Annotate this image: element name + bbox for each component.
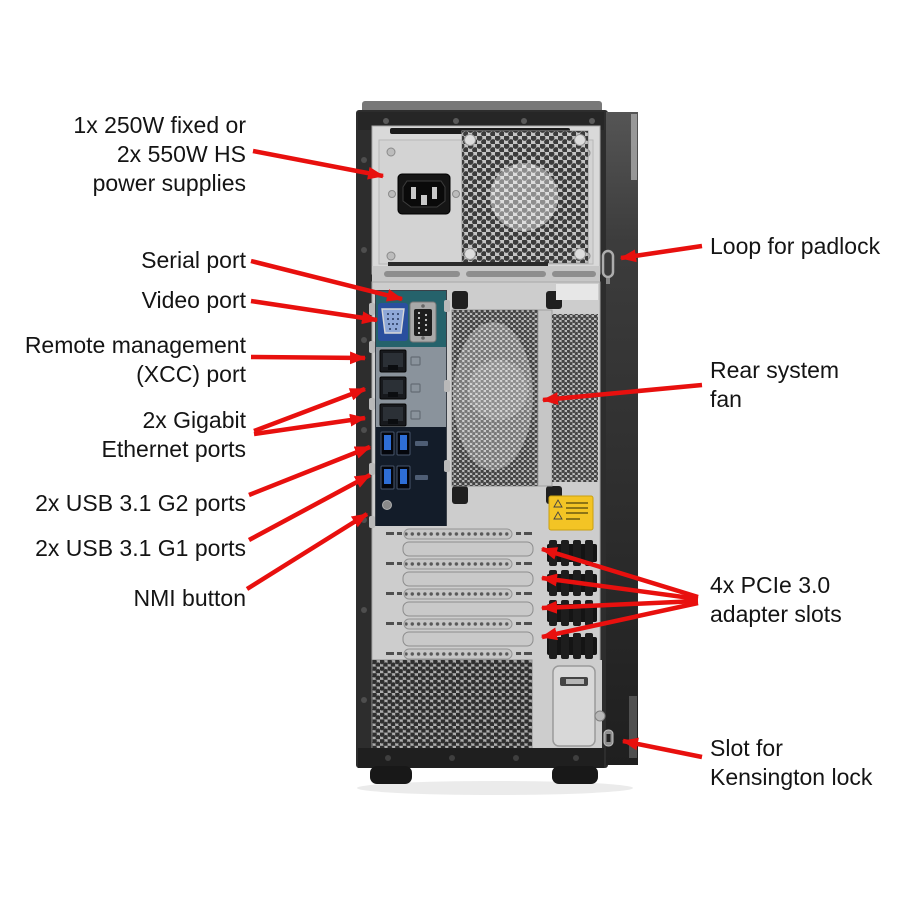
arrow-pcie-4 — [540, 600, 699, 641]
psu-vent-row — [372, 262, 600, 282]
kensington-slot — [603, 729, 614, 747]
label-kensington-lock: Slot for Kensington lock — [710, 735, 873, 790]
arrow-xcc-port — [250, 351, 367, 365]
power-inlet — [397, 173, 451, 215]
label-ethernet-ports: 2x Gigabit Ethernet ports — [101, 407, 246, 462]
io-panel — [369, 290, 450, 528]
psu-fan-grille — [461, 130, 589, 264]
arrow-nmi-button — [245, 512, 369, 591]
pcie-slot-2 — [402, 571, 534, 587]
label-power-supplies: 1x 250W fixed or 2x 550W HS power suppli… — [73, 112, 246, 196]
label-nmi-button: NMI button — [133, 585, 247, 611]
arrow-pcie-3 — [540, 598, 699, 614]
arrow-rear-fan — [541, 382, 703, 405]
feet — [370, 766, 598, 784]
label-padlock-loop: Loop for padlock — [710, 233, 881, 259]
arrow-usb-g1 — [247, 473, 372, 542]
label-usb-g2-ports: 2x USB 3.1 G2 ports — [35, 490, 246, 516]
arrow-power-supplies — [252, 148, 385, 180]
server-chassis — [356, 101, 638, 795]
top-screws — [383, 118, 595, 124]
label-usb-g1-ports: 2x USB 3.1 G1 ports — [35, 535, 246, 561]
rear-fan-grille — [451, 284, 598, 504]
arrow-usb-g2 — [248, 444, 372, 498]
arrow-video-port — [250, 298, 379, 325]
floor-shadow — [357, 781, 633, 795]
video-port — [378, 303, 408, 341]
arrow-kensington — [621, 737, 703, 760]
arrow-ethernet-1 — [253, 386, 367, 434]
pcie-slot-4 — [402, 631, 534, 647]
annotation-arrows — [245, 148, 703, 760]
warning-label — [548, 495, 594, 531]
label-pcie-slots: 4x PCIe 3.0 adapter slots — [710, 572, 842, 627]
pcie-slot-3 — [402, 601, 534, 617]
padlock-loop — [601, 249, 615, 284]
power-supply-bay — [371, 125, 601, 282]
bottom-right-panel — [544, 660, 606, 750]
label-xcc-port: Remote management (XCC) port — [24, 332, 246, 387]
bottom-screws — [385, 755, 579, 761]
side-panel-edge — [606, 112, 638, 765]
label-rear-fan: Rear system fan — [710, 357, 840, 412]
label-video-port: Video port — [141, 287, 246, 313]
pcie-slot-1 — [402, 541, 534, 557]
arrow-ethernet-2 — [253, 413, 367, 437]
bottom-vent-grille — [371, 659, 533, 751]
pcie-slot-area — [385, 528, 597, 660]
nmi-button — [382, 500, 392, 510]
arrow-padlock-loop — [619, 243, 703, 263]
arrow-pcie-2 — [540, 573, 699, 602]
arrow-pcie-1 — [540, 546, 699, 600]
label-serial-port: Serial port — [141, 247, 246, 273]
serial-port — [409, 301, 437, 343]
arrow-serial-port — [250, 258, 404, 302]
